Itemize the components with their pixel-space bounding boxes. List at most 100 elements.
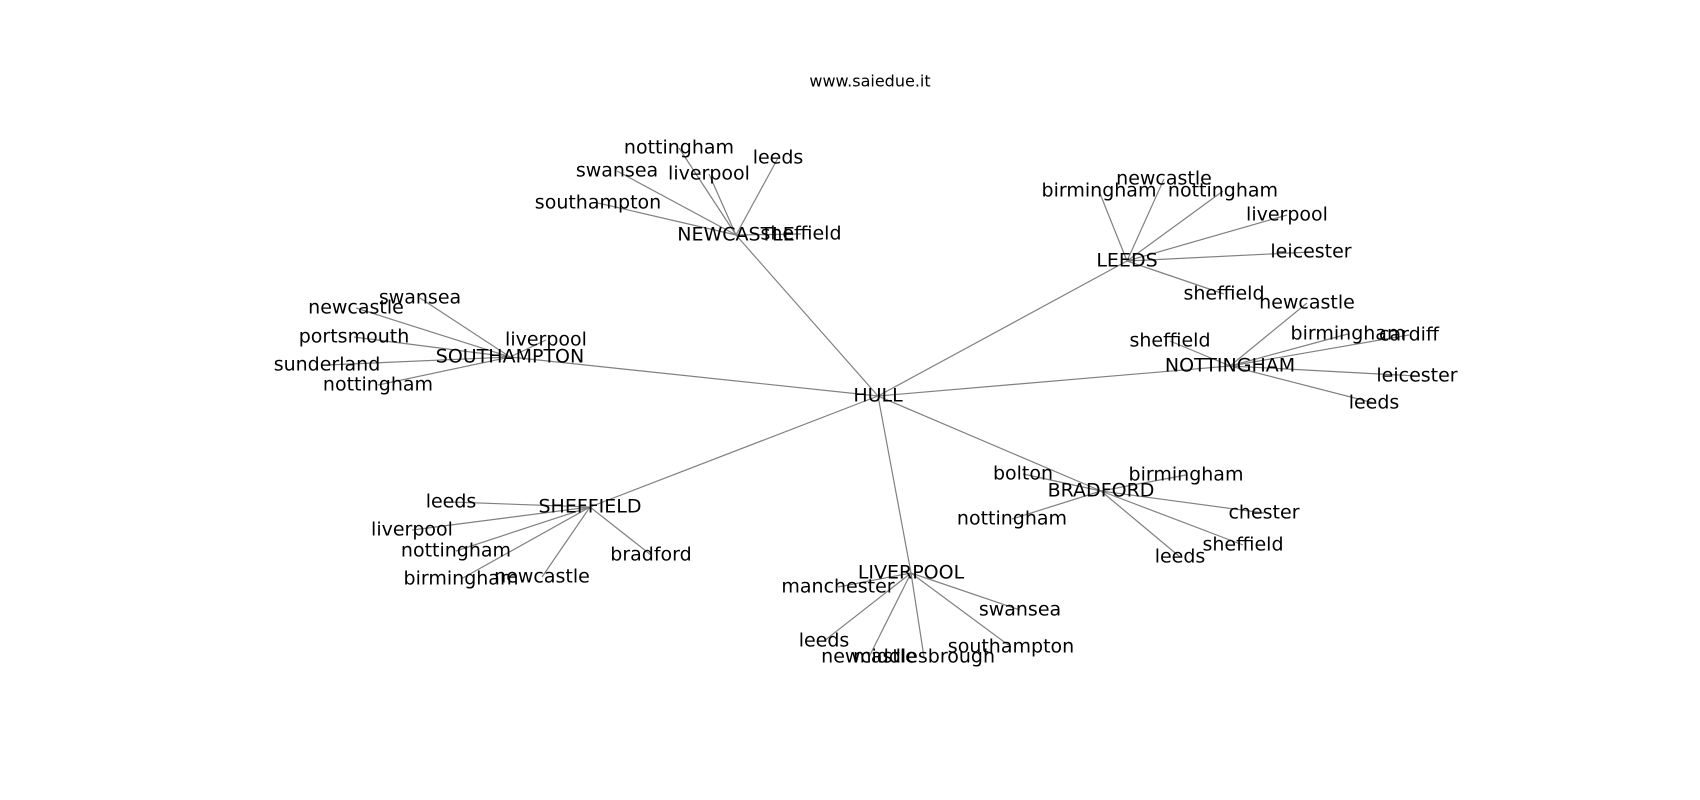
edge-bradford-sheffield (1100, 490, 1244, 546)
edge-bradford-birmingham (1100, 474, 1187, 492)
edge-newcastle-liverpool (708, 173, 737, 236)
edge-southampton-sunderland (326, 356, 511, 366)
leaf-nottingham-leicester: leicester (1376, 365, 1457, 387)
edge-bradford-leeds (1100, 490, 1181, 558)
edge-newcastle-southampton (597, 202, 737, 236)
edge-hub-sheffield (589, 395, 879, 508)
leaf-liverpool-southampton: southampton (948, 636, 1074, 658)
edge-sheffield-birmingham (460, 506, 591, 580)
leaf-sheffield-bradford: bradford (610, 544, 691, 566)
edge-sheffield-nottingham (455, 506, 591, 552)
leaf-southampton-portsmouth: portsmouth (299, 326, 410, 348)
edge-newcastle-swansea (616, 170, 737, 236)
edge-leeds-nottingham (1126, 190, 1224, 262)
leaf-southampton-sunderland: sunderland (274, 354, 381, 376)
leaf-leeds-liverpool: liverpool (1246, 204, 1328, 226)
edge-hub-leeds (877, 260, 1128, 397)
leaf-newcastle-nottingham: nottingham (624, 137, 734, 159)
edge-newcastle-sheffield (735, 233, 802, 236)
edge-nottingham-sheffield (1169, 340, 1231, 367)
edge-hub-southampton (509, 356, 879, 397)
node-nottingham: NOTTINGHAM (1165, 355, 1295, 377)
leaf-nottingham-sheffield: sheffield (1129, 330, 1210, 352)
edge-leeds-leicester (1126, 251, 1312, 262)
edge-hub-bradford (877, 395, 1102, 492)
labels-layer: HULL NEWCASTLE nottingham leeds swansea liver… (274, 137, 1458, 668)
edge-liverpool-southampton (910, 572, 1012, 648)
edge-liverpool-newcastle (868, 572, 912, 658)
leaf-liverpool-swansea: swansea (979, 599, 1061, 621)
leaf-sheffield-liverpool: liverpool (371, 519, 453, 541)
leaf-southampton-swansea: swansea (379, 287, 461, 309)
leaf-southampton-nottingham: nottingham (323, 374, 433, 396)
leaf-newcastle-southampton: southampton (535, 192, 661, 214)
node-liverpool: LIVERPOOL (858, 562, 965, 584)
node-sheffield: SHEFFIELD (538, 496, 641, 518)
leaf-liverpool-middlesbrough: middlesbrough (853, 646, 995, 668)
leaf-southampton-liverpool: liverpool (505, 329, 587, 351)
node-southampton: SOUTHAMPTON (436, 346, 584, 368)
edge-sheffield-bradford (589, 506, 652, 556)
leaf-newcastle-sheffield: sheffield (760, 223, 841, 245)
leaf-newcastle-swansea: swansea (576, 160, 658, 182)
leaf-sheffield-birmingham: birmingham (404, 568, 519, 590)
leaf-bradford-chester: chester (1228, 502, 1299, 524)
node-leeds: LEEDS (1096, 250, 1157, 272)
node-newcastle: NEWCASTLE (677, 224, 795, 246)
leaf-leeds-nottingham: nottingham (1168, 180, 1278, 202)
edge-liverpool-manchester (837, 572, 912, 588)
leaf-newcastle-liverpool: liverpool (668, 163, 750, 185)
edge-hub-newcastle (735, 234, 879, 397)
edge-bradford-bolton (1022, 473, 1102, 492)
edge-sheffield-leeds (450, 501, 591, 508)
edge-hub-liverpool (877, 395, 912, 574)
node-hub: HULL (853, 385, 903, 407)
diagram-title: www.saiedue.it (809, 72, 930, 91)
leaf-newcastle-leeds: leeds (753, 147, 804, 169)
leaf-leeds-sheffield: sheffield (1183, 283, 1264, 305)
leaf-leeds-leicester: leicester (1270, 241, 1351, 263)
edge-leeds-birmingham (1098, 190, 1128, 262)
edge-liverpool-swansea (910, 572, 1021, 611)
edge-bradford-chester (1100, 490, 1265, 514)
edge-nottingham-newcastle (1229, 302, 1308, 367)
leaf-leeds-newcastle: newcastle (1116, 168, 1212, 190)
leaf-sheffield-nottingham: nottingham (401, 540, 511, 562)
edge-southampton-newcastle (355, 307, 511, 358)
edge-sheffield-newcastle (541, 506, 591, 578)
leaf-bradford-nottingham: nottingham (957, 508, 1067, 530)
leaf-nottingham-leeds: leeds (1349, 392, 1400, 414)
edge-leeds-sheffield (1126, 260, 1225, 295)
edges-layer (326, 147, 1418, 658)
leaf-liverpool-leeds: leeds (799, 630, 850, 652)
leaf-nottingham-birmingham: birmingham (1291, 323, 1406, 345)
leaf-liverpool-newcastle: newcastle (821, 646, 917, 668)
leaf-sheffield-leeds: leeds (426, 491, 477, 513)
leaf-southampton-newcastle: newcastle (308, 297, 404, 319)
edge-southampton-portsmouth (353, 336, 511, 358)
leaf-bradford-leeds: leeds (1155, 546, 1206, 568)
leaf-nottingham-cardiff: cardiff (1379, 324, 1440, 346)
node-bradford: BRADFORD (1048, 480, 1155, 502)
leaf-leeds-birmingham: birmingham (1042, 180, 1157, 202)
edge-nottingham-leeds (1229, 365, 1375, 404)
edge-sheffield-liverpool (411, 506, 591, 531)
edge-southampton-nottingham (377, 356, 511, 386)
edge-hub-nottingham (877, 365, 1231, 397)
edge-leeds-liverpool (1126, 214, 1288, 262)
edge-leeds-newcastle (1126, 178, 1165, 262)
edge-southampton-liverpool (509, 339, 547, 358)
leaf-sheffield-newcastle: newcastle (494, 566, 590, 588)
edge-newcastle-leeds (735, 157, 779, 236)
leaf-liverpool-manchester: manchester (781, 576, 894, 598)
edge-southampton-swansea (419, 297, 511, 358)
edge-liverpool-leeds (823, 572, 912, 642)
edge-bradford-nottingham (1011, 490, 1102, 520)
leaf-bradford-sheffield: sheffield (1202, 534, 1283, 556)
edge-newcastle-nottingham (678, 147, 737, 236)
edge-nottingham-birmingham (1229, 333, 1349, 367)
edge-liverpool-middlesbrough (910, 572, 925, 658)
leaf-bradford-birmingham: birmingham (1129, 464, 1244, 486)
edge-nottingham-leicester (1229, 365, 1418, 377)
